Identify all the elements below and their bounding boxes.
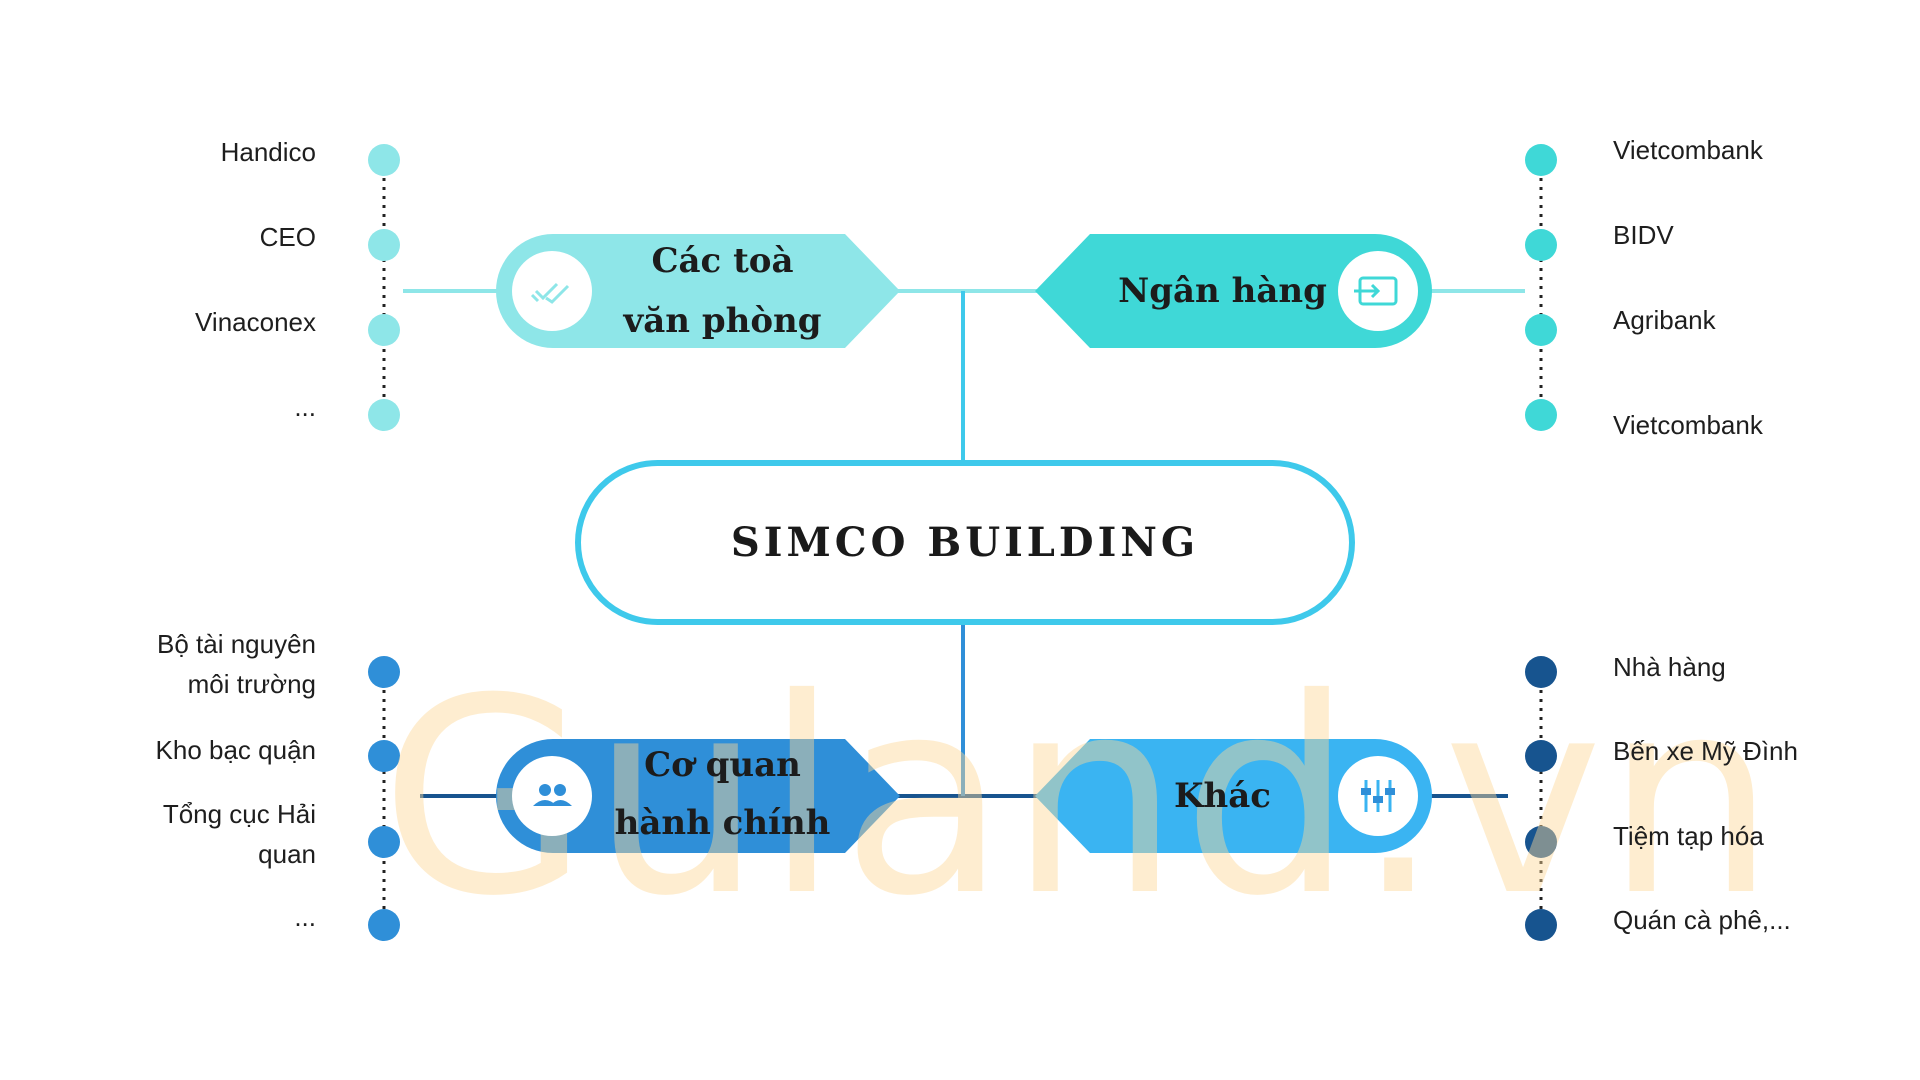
offices-dot-2 (368, 229, 400, 261)
government-dot-3 (368, 826, 400, 858)
banks-item-1: Vietcombank (1613, 135, 1763, 165)
offices-dot-3 (368, 314, 400, 346)
government-item-2: Kho bạc quận (155, 735, 316, 765)
offices-dot-1 (368, 144, 400, 176)
government-dot-2 (368, 740, 400, 772)
other-dot-3 (1525, 826, 1557, 858)
government-title-line-1: Cơ quan (644, 745, 801, 785)
offices-item-2: CEO (259, 222, 316, 252)
government-item-4: ... (294, 902, 316, 932)
banks-dot-3 (1525, 314, 1557, 346)
other-item-2: Bến xe Mỹ Đình (1613, 736, 1798, 766)
offices-title-line-1: Các toà (651, 241, 794, 281)
offices-item-1: Handico (220, 137, 316, 167)
offices-item-3: Vinaconex (195, 307, 316, 337)
banks-bubble-shape (1035, 234, 1432, 348)
government-item-1: Bộ tài nguyên môi trường (16, 624, 316, 704)
banks-item-4: Vietcombank (1613, 410, 1763, 440)
banks-title: Ngân hàng (1118, 271, 1327, 311)
offices-bubble-shape (496, 234, 900, 348)
government-item-3-line-2: quan (258, 839, 316, 869)
offices-dot-4 (368, 399, 400, 431)
government-item-1-line-1: Bộ tài nguyên (156, 629, 316, 659)
other-item-1: Nhà hàng (1613, 652, 1726, 682)
other-bubble-shape (1035, 739, 1432, 853)
other-title: Khác (1173, 776, 1271, 816)
center-node: SIMCO BUILDING (575, 460, 1355, 625)
other-item-4: Quán cà phê,... (1613, 905, 1791, 935)
government-item-3: Tổng cục Hải quan (16, 794, 316, 874)
government-dot-1 (368, 656, 400, 688)
government-item-3-line-1: Tổng cục Hải (162, 799, 316, 829)
other-dot-2 (1525, 740, 1557, 772)
sliders-icon (1338, 756, 1418, 836)
other-dot-4 (1525, 909, 1557, 941)
government-dot-4 (368, 909, 400, 941)
offices-title: Các toà văn phòng (600, 231, 845, 351)
offices-title-line-2: văn phòng (623, 301, 822, 341)
banks-item-3: Agribank (1613, 305, 1716, 335)
government-bubble-shape (496, 739, 900, 853)
other-item-3: Tiệm tạp hóa (1613, 821, 1764, 851)
banks-dot-1 (1525, 144, 1557, 176)
government-title-line-2: hành chính (614, 803, 831, 843)
people-icon (512, 756, 592, 836)
government-item-1-line-2: môi trường (187, 669, 316, 699)
banks-dot-2 (1525, 229, 1557, 261)
double-check-icon (512, 251, 592, 331)
banks-item-2: BIDV (1613, 220, 1674, 250)
government-title: Cơ quan hành chính (600, 736, 845, 852)
other-dot-1 (1525, 656, 1557, 688)
banks-dot-4 (1525, 399, 1557, 431)
center-title: SIMCO BUILDING (730, 519, 1200, 566)
login-arrow-icon (1338, 251, 1418, 331)
offices-item-4: ... (294, 392, 316, 422)
